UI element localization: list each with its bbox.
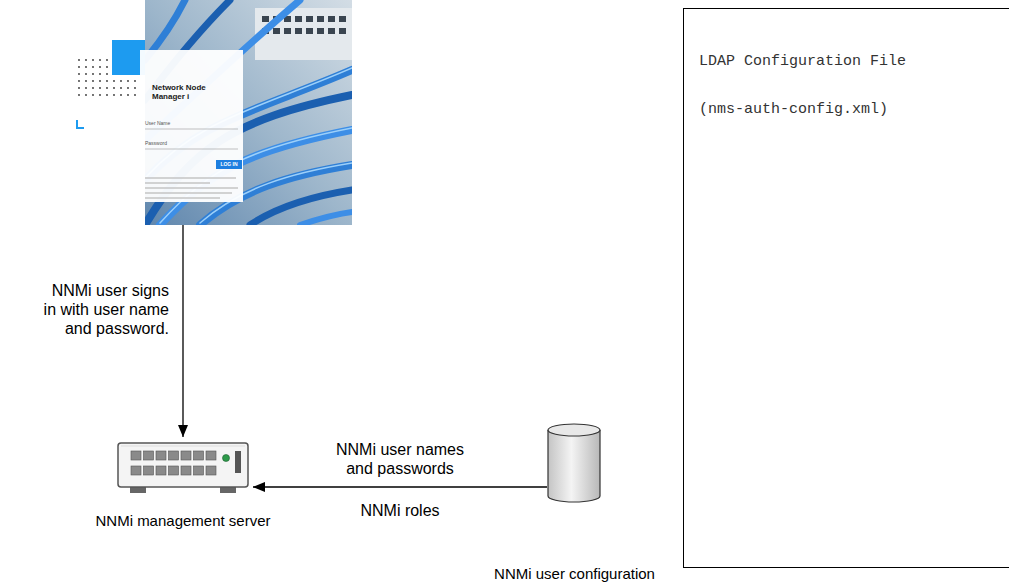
- edge-label: NNMi user signs in with user name and pa…: [38, 281, 169, 338]
- connector-arrow: [253, 486, 547, 487]
- app-title: Network Node Manager i: [152, 83, 224, 101]
- login-screenshot: [77, 0, 352, 225]
- node-label: NNMi management server: [95, 512, 270, 530]
- database-cylinder: [548, 424, 600, 502]
- node-label: NNMi user configuration: [494, 565, 655, 583]
- file-title: LDAP Configuration File: [699, 53, 906, 71]
- button-label: LOG IN: [216, 161, 242, 168]
- config-file-panel: LDAP Configuration File (nms-auth-config.…: [683, 8, 1009, 568]
- connector-arrow: [182, 225, 183, 437]
- server-icon: [118, 443, 248, 493]
- login-screen: Network Node Manager i User NamePasswordL…: [75, 0, 353, 225]
- edge-label: NNMi user names and passwords: [330, 440, 470, 478]
- file-name: (nms-auth-config.xml): [699, 101, 888, 119]
- management-server: NNMi management server: [116, 440, 250, 494]
- field-label: User Name: [145, 120, 170, 126]
- database: NNMi user configuration: [547, 423, 602, 503]
- flow-label: NNMi roles: [360, 501, 439, 520]
- field-label: Password: [145, 140, 167, 146]
